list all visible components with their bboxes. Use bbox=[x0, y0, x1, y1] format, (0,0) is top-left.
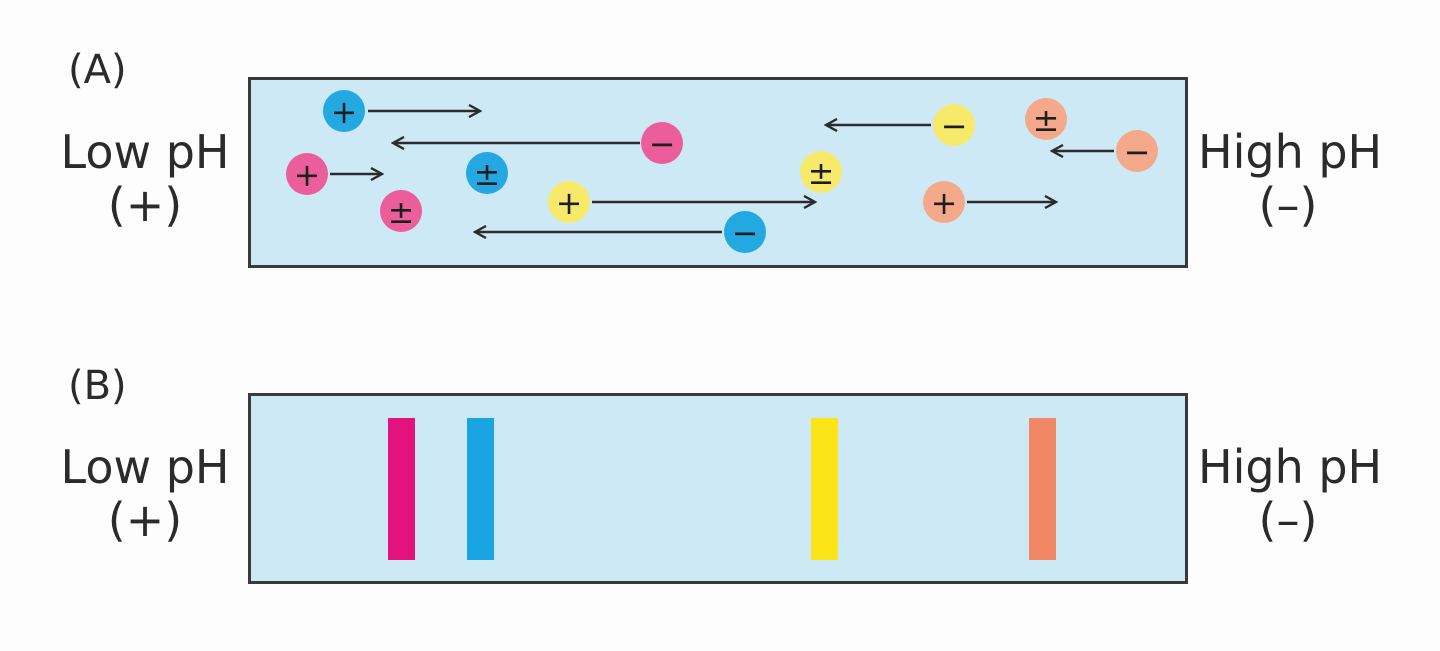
molecule-charge-label: + bbox=[294, 156, 321, 194]
molecule-salmon-negative: − bbox=[1116, 130, 1158, 172]
molecule-circle bbox=[933, 104, 975, 146]
molecule-circle bbox=[466, 152, 508, 194]
panel-a-high-ph-text: High pH bbox=[1198, 125, 1383, 179]
molecule-circle bbox=[380, 190, 422, 232]
band-yellow bbox=[811, 418, 838, 560]
molecule-salmon-positive: + bbox=[923, 181, 965, 223]
molecule-yellow-positive: + bbox=[548, 181, 590, 223]
molecule-circle bbox=[548, 181, 590, 223]
panel-b-high-ph-label: High pH (–) bbox=[1198, 440, 1383, 547]
panel-b-letter: (B) bbox=[68, 363, 127, 409]
migration-arrows bbox=[330, 111, 1114, 232]
molecule-circle bbox=[323, 90, 365, 132]
molecule-charge-label: ± bbox=[388, 193, 415, 231]
panel-a-low-ph-label: Low pH (+) bbox=[55, 126, 235, 232]
molecule-circle bbox=[800, 151, 842, 193]
molecule-charge-label: − bbox=[732, 214, 759, 252]
band-salmon bbox=[1029, 418, 1056, 560]
band-magenta bbox=[388, 418, 415, 560]
molecule-blue-positive: + bbox=[323, 90, 365, 132]
molecule-yellow-negative: − bbox=[933, 104, 975, 146]
molecule-blue-neutral: ± bbox=[466, 152, 508, 194]
molecule-charge-label: ± bbox=[474, 155, 501, 193]
molecule-circle bbox=[1025, 98, 1067, 140]
molecule-circle bbox=[724, 211, 766, 253]
panel-a-low-ph-sign: (+) bbox=[107, 177, 183, 232]
panel-b-high-ph-sign: (–) bbox=[1258, 492, 1318, 547]
panel-b-low-ph-text: Low pH bbox=[60, 440, 230, 494]
panel-a-letter: (A) bbox=[68, 47, 127, 93]
panel-a-high-ph-label: High pH (–) bbox=[1198, 125, 1383, 232]
molecule-charge-label: − bbox=[941, 107, 968, 145]
molecule-circle bbox=[641, 122, 683, 164]
panel-b-low-ph-label: Low pH (+) bbox=[55, 441, 235, 547]
molecules: + − + ± ± + − ± − ± − + bbox=[286, 90, 1158, 253]
band-blue bbox=[467, 418, 494, 560]
panel-a-high-ph-sign: (–) bbox=[1258, 177, 1318, 232]
molecule-circle bbox=[923, 181, 965, 223]
molecule-salmon-neutral: ± bbox=[1025, 98, 1067, 140]
molecule-charge-label: ± bbox=[1033, 101, 1060, 139]
molecule-magenta-negative: − bbox=[641, 122, 683, 164]
panel-b-high-ph-text: High pH bbox=[1198, 440, 1383, 494]
molecule-charge-label: − bbox=[649, 125, 676, 163]
molecule-circle bbox=[286, 153, 328, 195]
molecule-blue-negative: − bbox=[724, 211, 766, 253]
molecule-circle bbox=[1116, 130, 1158, 172]
molecule-charge-label: + bbox=[556, 184, 583, 222]
molecule-charge-label: ± bbox=[808, 154, 835, 192]
molecule-magenta-positive: + bbox=[286, 153, 328, 195]
molecule-charge-label: + bbox=[931, 184, 958, 222]
molecule-yellow-neutral: ± bbox=[800, 151, 842, 193]
molecule-magenta-neutral: ± bbox=[380, 190, 422, 232]
molecule-charge-label: − bbox=[1124, 133, 1151, 171]
panel-a-low-ph-text: Low pH bbox=[60, 125, 230, 179]
panel-b-low-ph-sign: (+) bbox=[107, 492, 183, 547]
molecule-charge-label: + bbox=[331, 93, 358, 131]
